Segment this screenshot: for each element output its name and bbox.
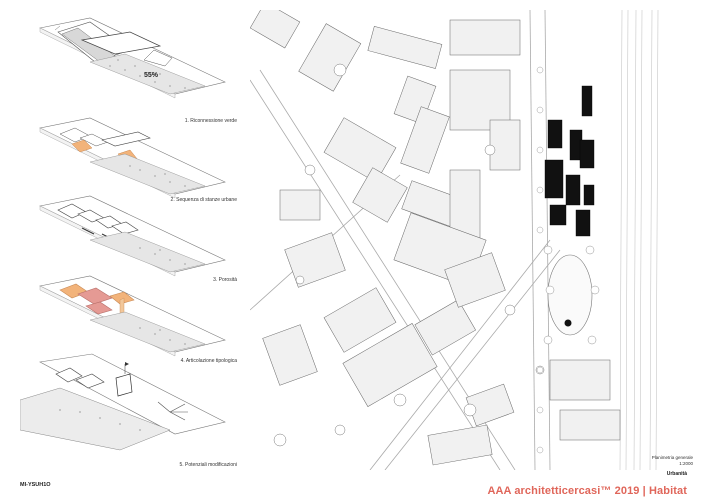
concept-diagrams: 55% 1. Riconnessione verde 2. Sequenza d… [20, 10, 245, 480]
footer-title: AAA architetticercasi™ 2019 | Habitat [487, 485, 687, 497]
axonometric-diagram-4 [39, 275, 226, 357]
diagram-urban-rooms [20, 110, 245, 199]
site-plan [250, 10, 700, 470]
site-plan-drawing [250, 10, 700, 470]
axonometric-diagram-5 [20, 353, 226, 451]
diagram-porosity [20, 188, 245, 277]
site-plan-title: Planimetria generale [651, 455, 693, 460]
site-plan-caption: Planimetria generale 1:2000 [652, 455, 693, 467]
project-code: MI-YSUH1O [20, 482, 51, 488]
diagram-caption-2: 2. Sequenza di stanze urbane [170, 197, 237, 203]
diagram-green-reconnection: 55% [20, 10, 245, 99]
diagram-caption-4: 4. Articolazione tipologica [180, 358, 237, 364]
section-label: Urbanità [666, 471, 687, 477]
axonometric-diagram-3 [39, 195, 226, 277]
site-plan-scale: 1:2000 [679, 461, 693, 466]
diagram-modifications [20, 352, 245, 451]
axonometric-diagram-1 [39, 17, 226, 99]
axonometric-diagram-2 [39, 117, 226, 199]
diagram-caption-5: 5. Potenziali modificazioni [179, 462, 237, 468]
diagram-caption-3: 3. Porosità [213, 277, 237, 283]
diagram-badge: 55% [144, 72, 159, 79]
diagram-caption-1: 1. Riconnessione verde [184, 118, 237, 124]
diagram-typology [20, 268, 245, 357]
